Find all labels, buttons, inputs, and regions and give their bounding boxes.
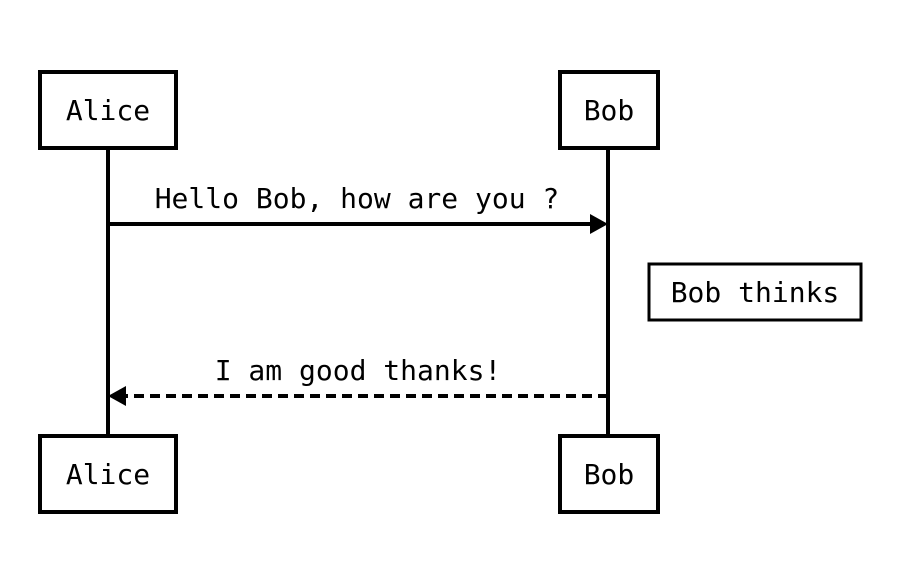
participant-bob-top-label: Bob	[584, 94, 635, 127]
note-bob-thinks-label: Bob thinks	[671, 276, 840, 309]
message-1-label: Hello Bob, how are you ?	[155, 182, 560, 215]
participant-alice-top-label: Alice	[66, 94, 150, 127]
note-bob-thinks: Bob thinks	[647, 262, 863, 322]
participant-alice-bottom-label: Alice	[66, 458, 150, 491]
participant-alice-top: Alice	[38, 70, 178, 150]
participant-bob-bottom-label: Bob	[584, 458, 635, 491]
message-2-label: I am good thanks!	[215, 354, 502, 387]
participant-bob-top: Bob	[558, 70, 660, 150]
participant-alice-bottom: Alice	[38, 434, 178, 514]
message-1-arrowhead	[590, 214, 608, 234]
message-2-arrowhead	[108, 386, 126, 406]
participant-bob-bottom: Bob	[558, 434, 660, 514]
